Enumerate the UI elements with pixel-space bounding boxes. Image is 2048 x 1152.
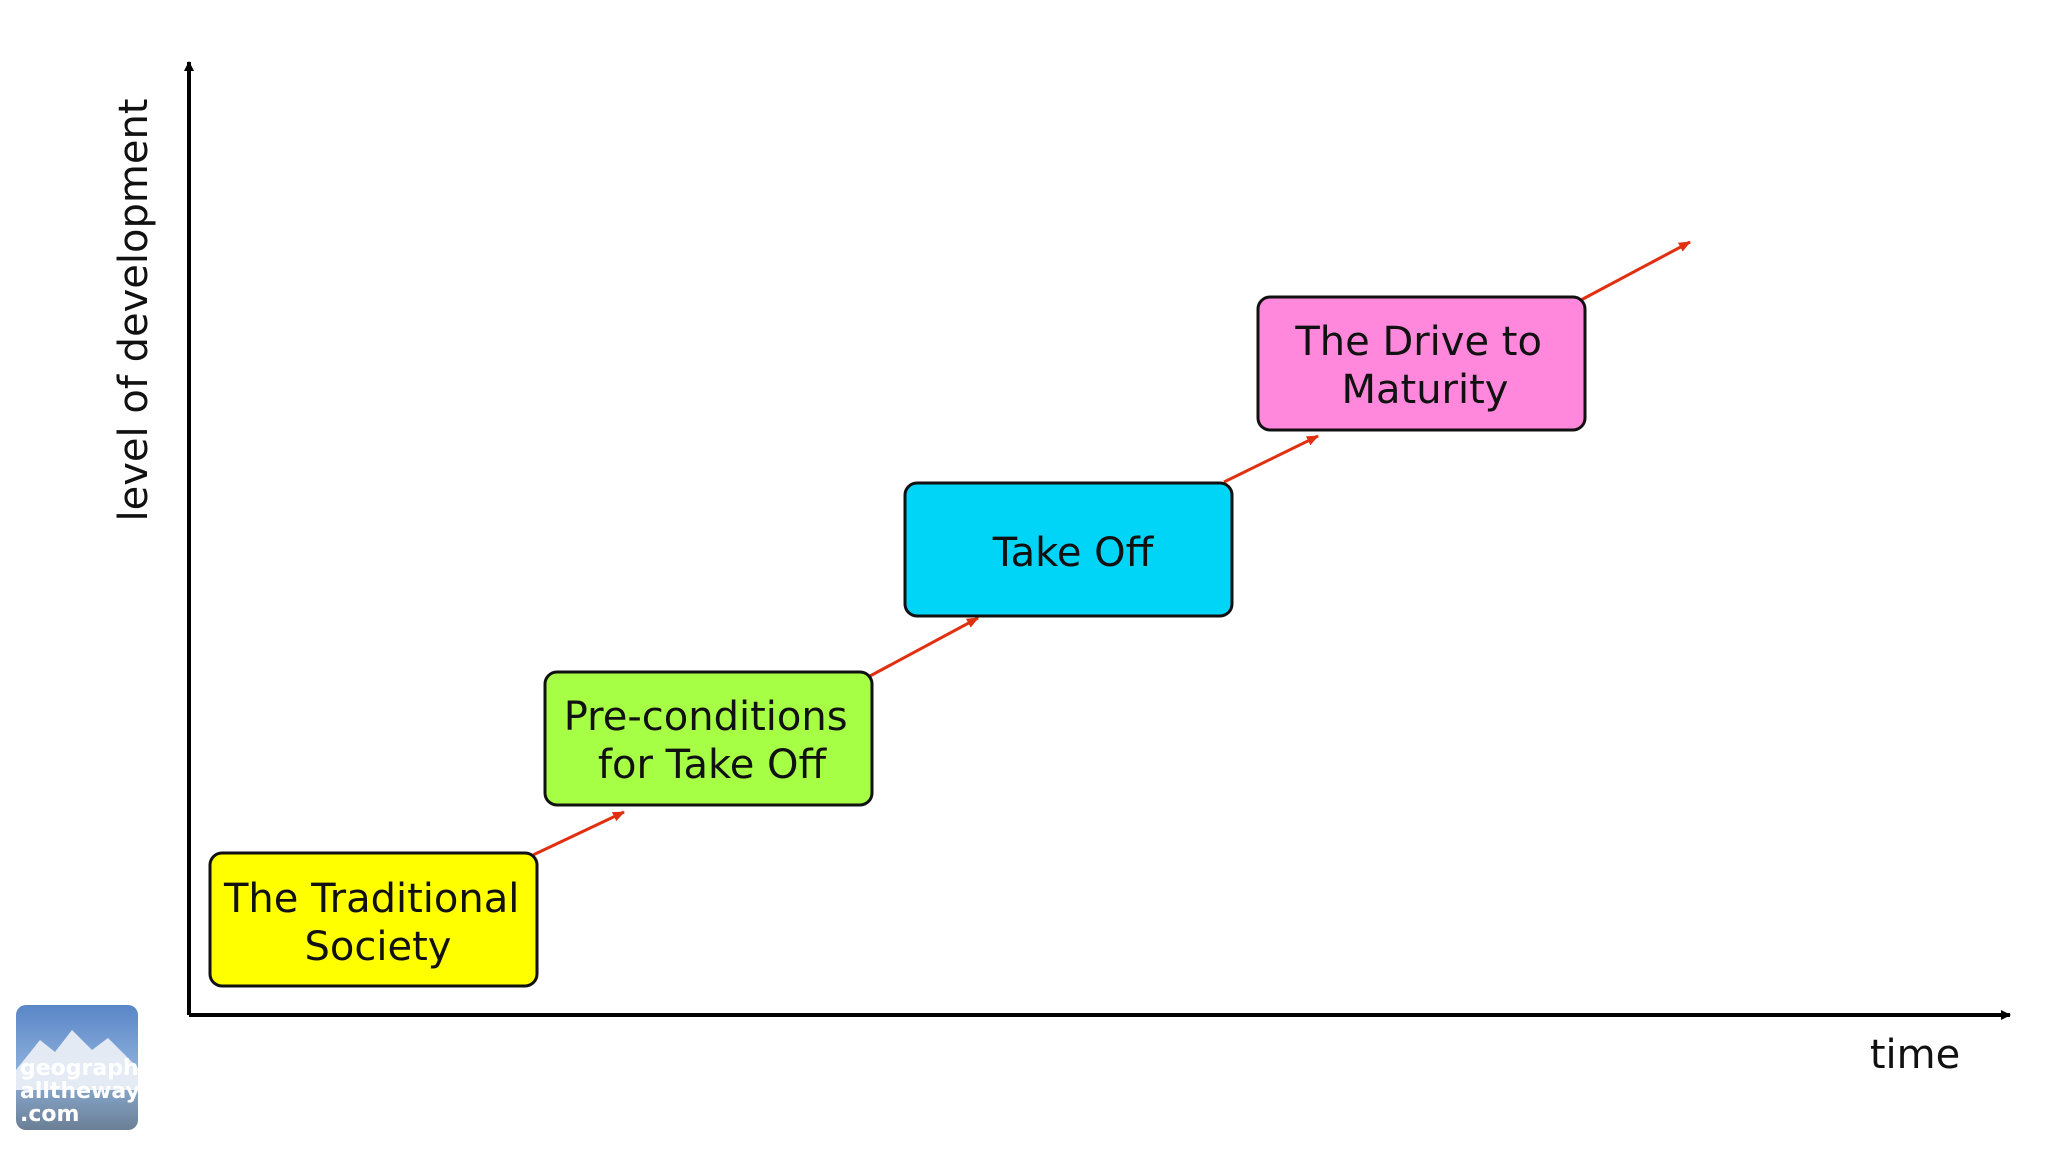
stage-arrow-1 — [532, 810, 625, 857]
stage-box-pre-conditions: Pre-conditions for Take Off — [543, 670, 874, 807]
stage-label: The Traditional Society — [223, 876, 532, 970]
stage-label-line: Society — [305, 924, 452, 970]
stage-box-take-off: Take Off — [903, 481, 1234, 618]
stage-label-line: The Drive to — [1294, 319, 1542, 365]
stage-box-traditional-society: The Traditional Society — [208, 851, 539, 988]
stage-label-line: for Take Off — [598, 742, 828, 788]
stage-label: Take Off — [992, 530, 1155, 576]
stage-label: The Drive to Maturity — [1294, 319, 1554, 413]
stage-box-background — [903, 481, 1234, 618]
stage-label-line: Take Off — [992, 530, 1155, 576]
stage-arrow-2 — [869, 616, 979, 678]
stage-arrow-3 — [1223, 434, 1319, 484]
stage-label-line: The Traditional — [223, 876, 519, 922]
logo-text-line: alltheway — [20, 1079, 140, 1104]
stage-box-background — [208, 851, 539, 988]
stage-label-line: Pre-conditions — [564, 694, 848, 740]
logo-text-line: geography — [20, 1056, 153, 1081]
logo-text: geography alltheway .com — [20, 1056, 161, 1127]
mountain-icon — [16, 1030, 138, 1090]
stage-label-line: Maturity — [1342, 367, 1509, 413]
logo-text-line: .com — [20, 1102, 79, 1127]
y-axis-label: level of development — [111, 99, 157, 522]
stage-box-background — [543, 670, 874, 807]
stage-box-background — [1256, 295, 1587, 432]
x-axis-label: time — [1870, 1032, 1960, 1078]
stage-arrow-4 — [1580, 240, 1691, 302]
site-logo: geography alltheway .com — [16, 1005, 161, 1130]
stage-label: Pre-conditions for Take Off — [564, 694, 861, 788]
stage-box-drive-to-maturity: The Drive to Maturity — [1256, 295, 1587, 432]
